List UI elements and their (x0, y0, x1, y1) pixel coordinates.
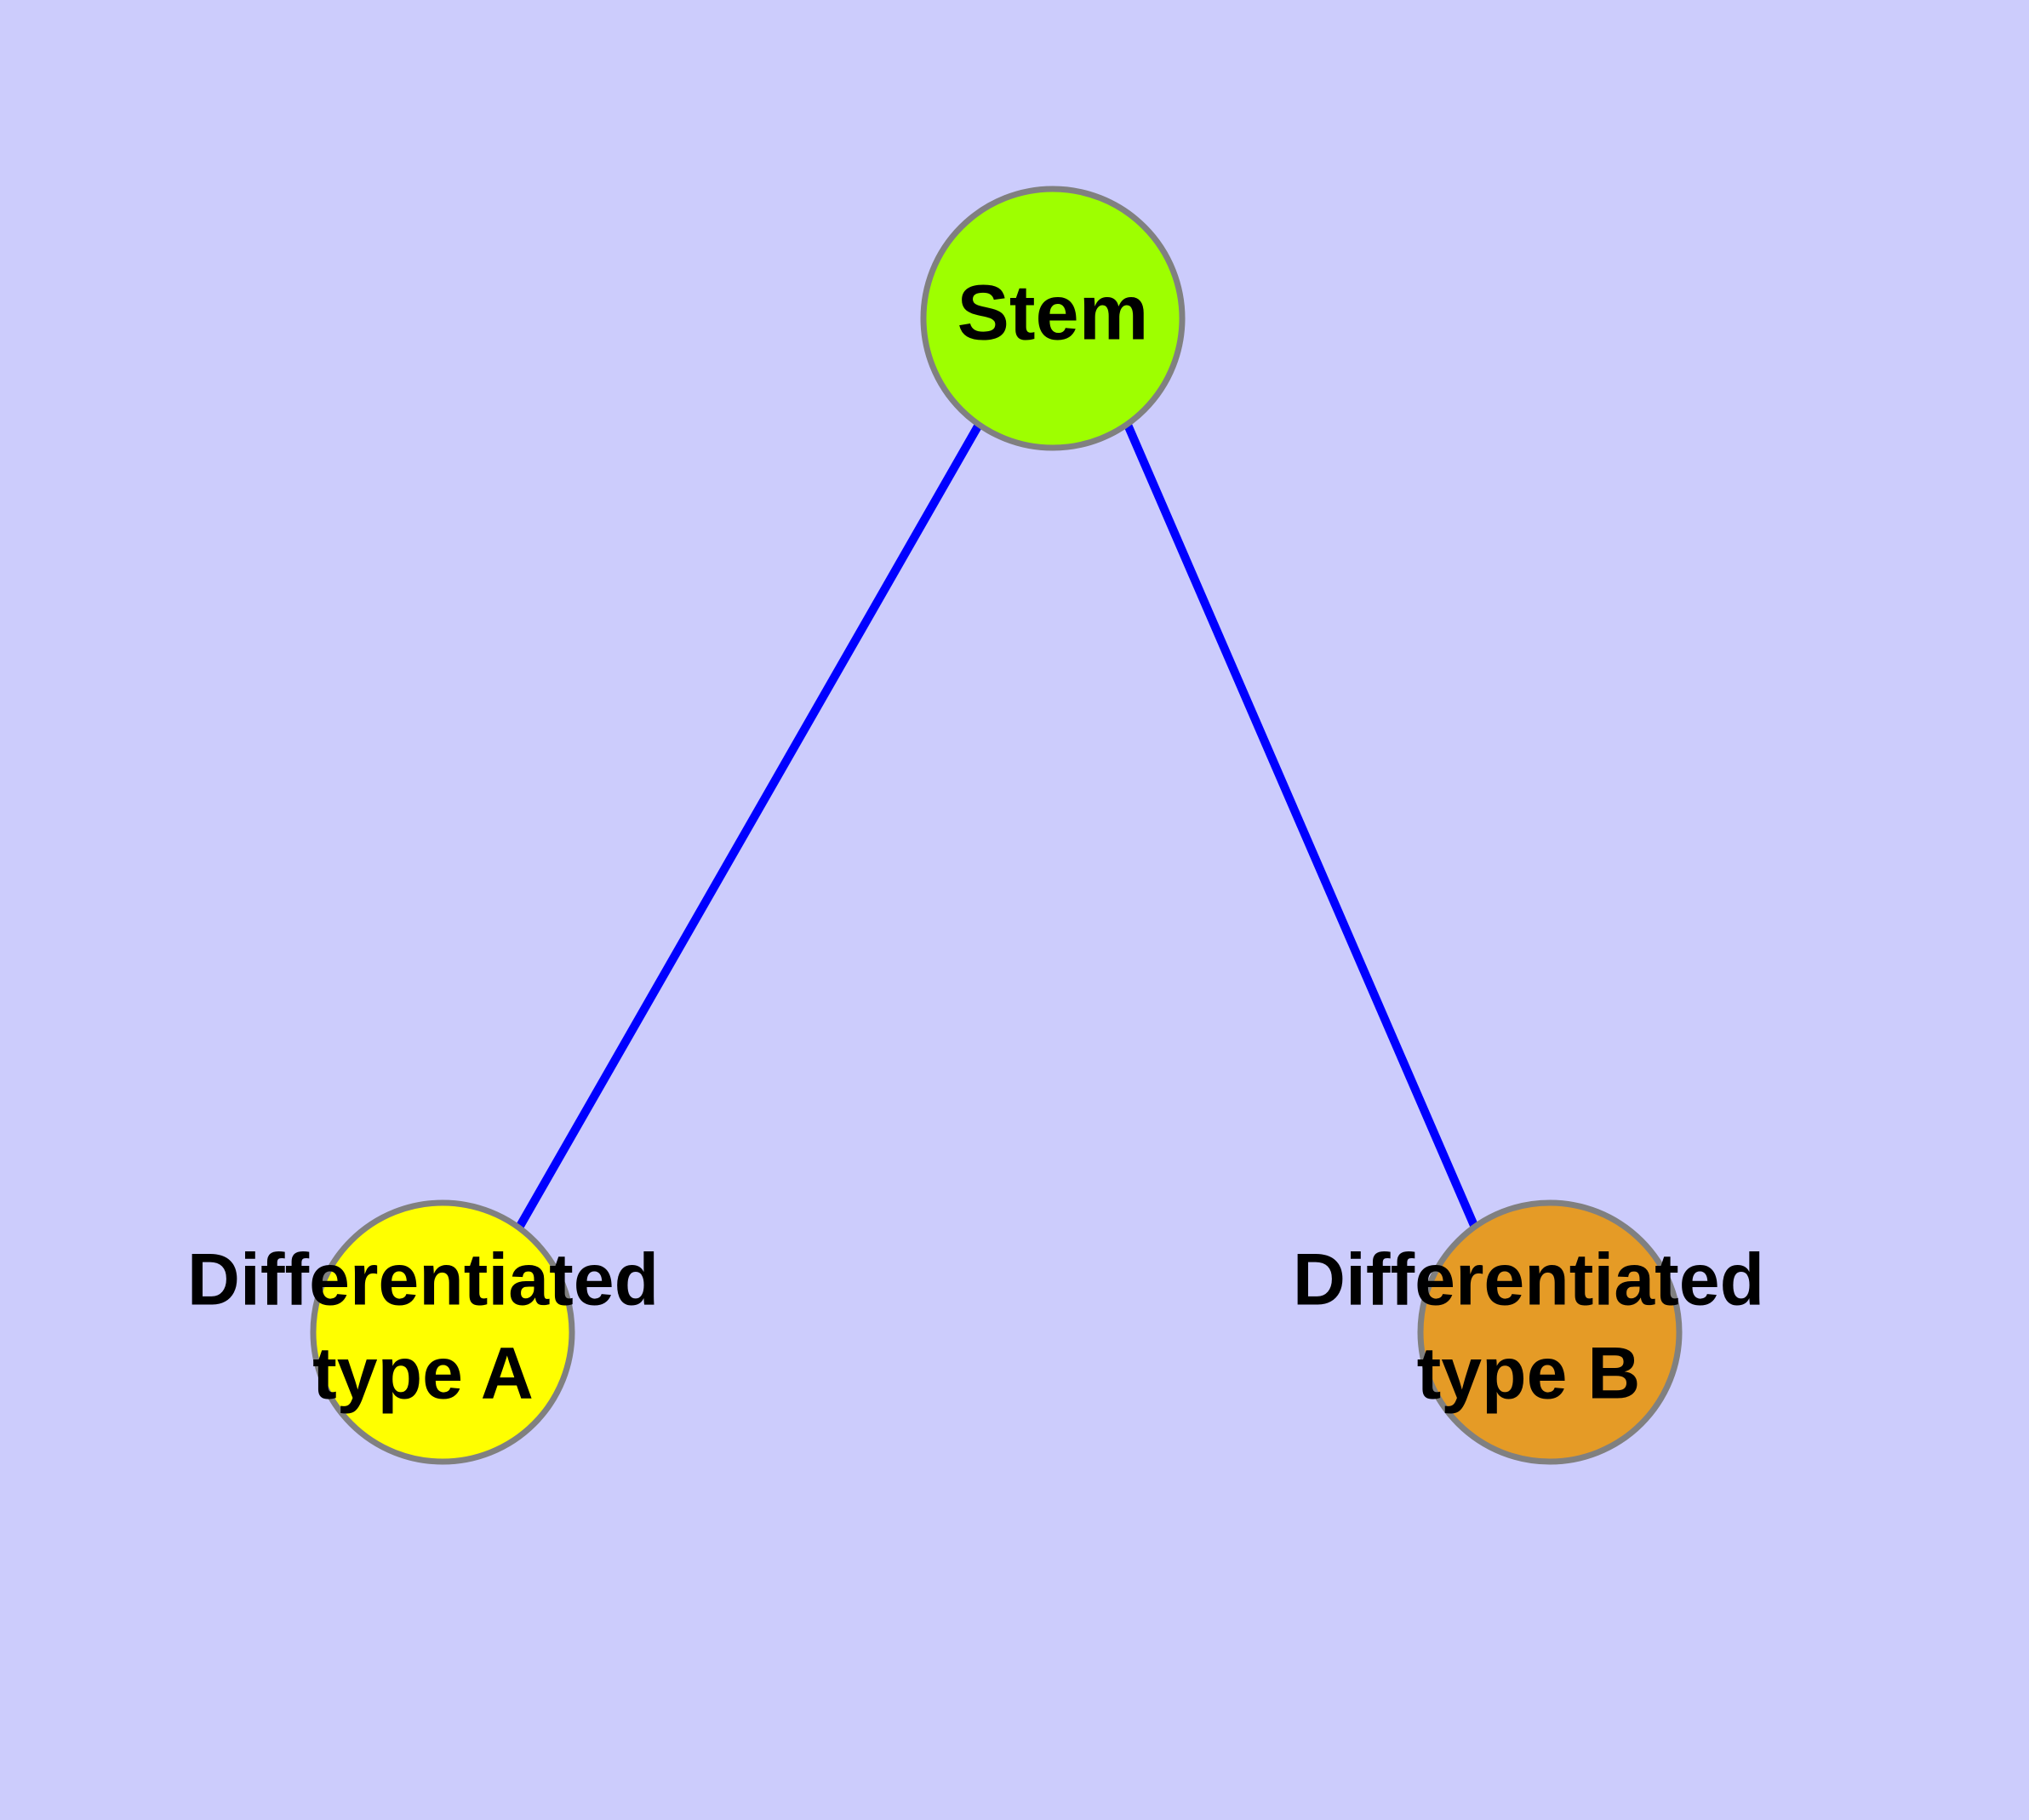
node-differentiated-type-b[interactable]: Differentiated type B (1293, 1199, 1764, 1465)
node-stem-circle[interactable] (920, 186, 1186, 451)
edge-stem-to-type-b[interactable] (1123, 423, 1479, 1229)
nodes-group: Stem Differentiated type A Differentiate… (187, 186, 1764, 1465)
node-type-b-label-line-2: type B (1417, 1333, 1641, 1415)
node-type-b-label-line-1: Differentiated (1293, 1239, 1764, 1321)
node-type-a-label-line-2: type A (312, 1333, 534, 1415)
node-type-a-label-line-1: Differentiated (187, 1239, 659, 1321)
node-type-a-circle[interactable] (310, 1199, 575, 1465)
edge-stem-to-type-a[interactable] (515, 422, 983, 1230)
node-type-b-circle[interactable] (1417, 1199, 1683, 1465)
node-differentiated-type-a[interactable]: Differentiated type A (187, 1199, 659, 1465)
edges-group (515, 422, 1479, 1230)
node-stem[interactable]: Stem (920, 186, 1186, 451)
node-stem-label: Stem (957, 269, 1149, 356)
